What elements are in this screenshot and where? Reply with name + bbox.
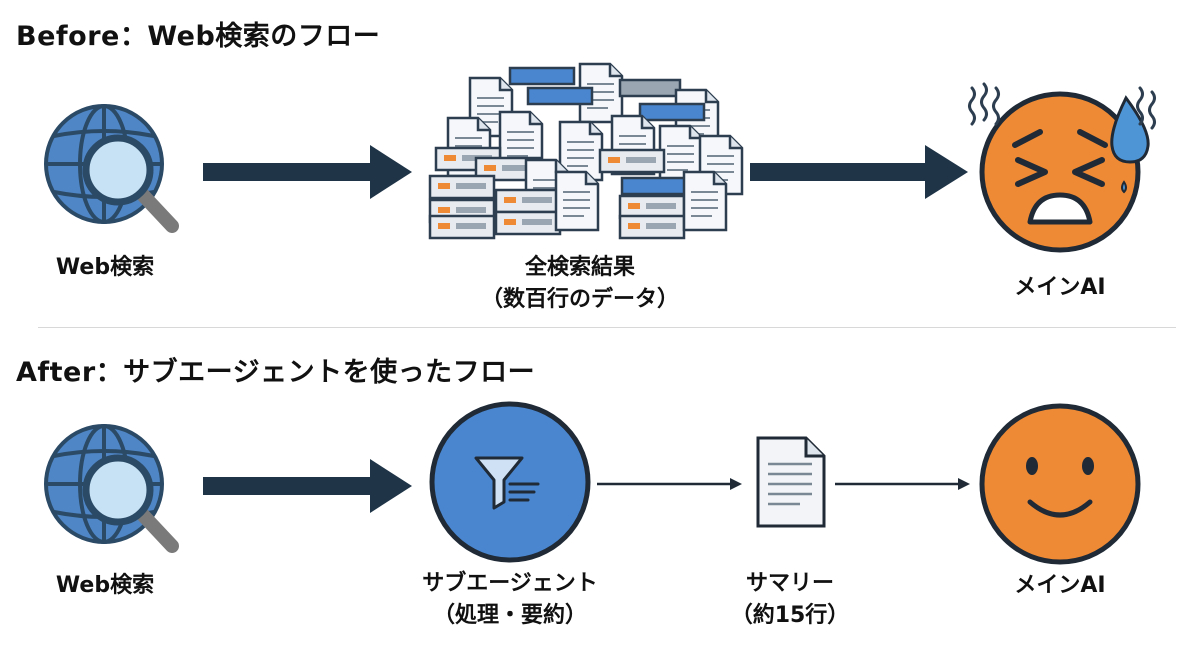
flow-arrow-before-2 <box>750 145 968 199</box>
before-results-label: 全検索結果 （数百行のデータ） <box>470 252 690 316</box>
subagent-label-line1: サブエージェント <box>422 571 598 596</box>
summary-label-line2: （約15行） <box>730 603 850 628</box>
summary-label: サマリー （約15行） <box>725 568 855 632</box>
results-label-line2: （数百行のデータ） <box>480 287 679 312</box>
before-web-search-label: Web検索 <box>55 255 155 280</box>
after-main-ai-label: メインAI <box>1014 573 1106 598</box>
after-section-title: After：サブエージェントを使ったフロー <box>16 357 536 388</box>
before-main-ai-label: メインAI <box>1014 275 1106 300</box>
before-section-title: Before：Web検索のフロー <box>16 21 381 52</box>
stressed-face-icon <box>968 82 1156 253</box>
summary-label-line1: サマリー <box>745 571 834 596</box>
document-pile-icon <box>428 62 744 240</box>
flow-arrow-before-1 <box>203 145 412 199</box>
subagent-label: サブエージェント （処理・要約） <box>400 568 620 632</box>
funnel-icon <box>429 401 591 563</box>
after-web-search-label: Web検索 <box>55 573 155 598</box>
flow-arrow-after-3 <box>835 478 970 490</box>
subagent-label-line2: （処理・要約） <box>432 603 587 628</box>
document-icon <box>756 436 826 528</box>
section-divider <box>38 327 1176 328</box>
smiling-face-icon <box>979 403 1141 565</box>
globe-search-icon-after <box>46 426 172 546</box>
flow-arrow-after-2 <box>597 478 742 490</box>
results-label-line1: 全検索結果 <box>524 255 635 280</box>
flow-arrow-after-1 <box>203 459 412 513</box>
globe-search-icon <box>46 106 172 226</box>
